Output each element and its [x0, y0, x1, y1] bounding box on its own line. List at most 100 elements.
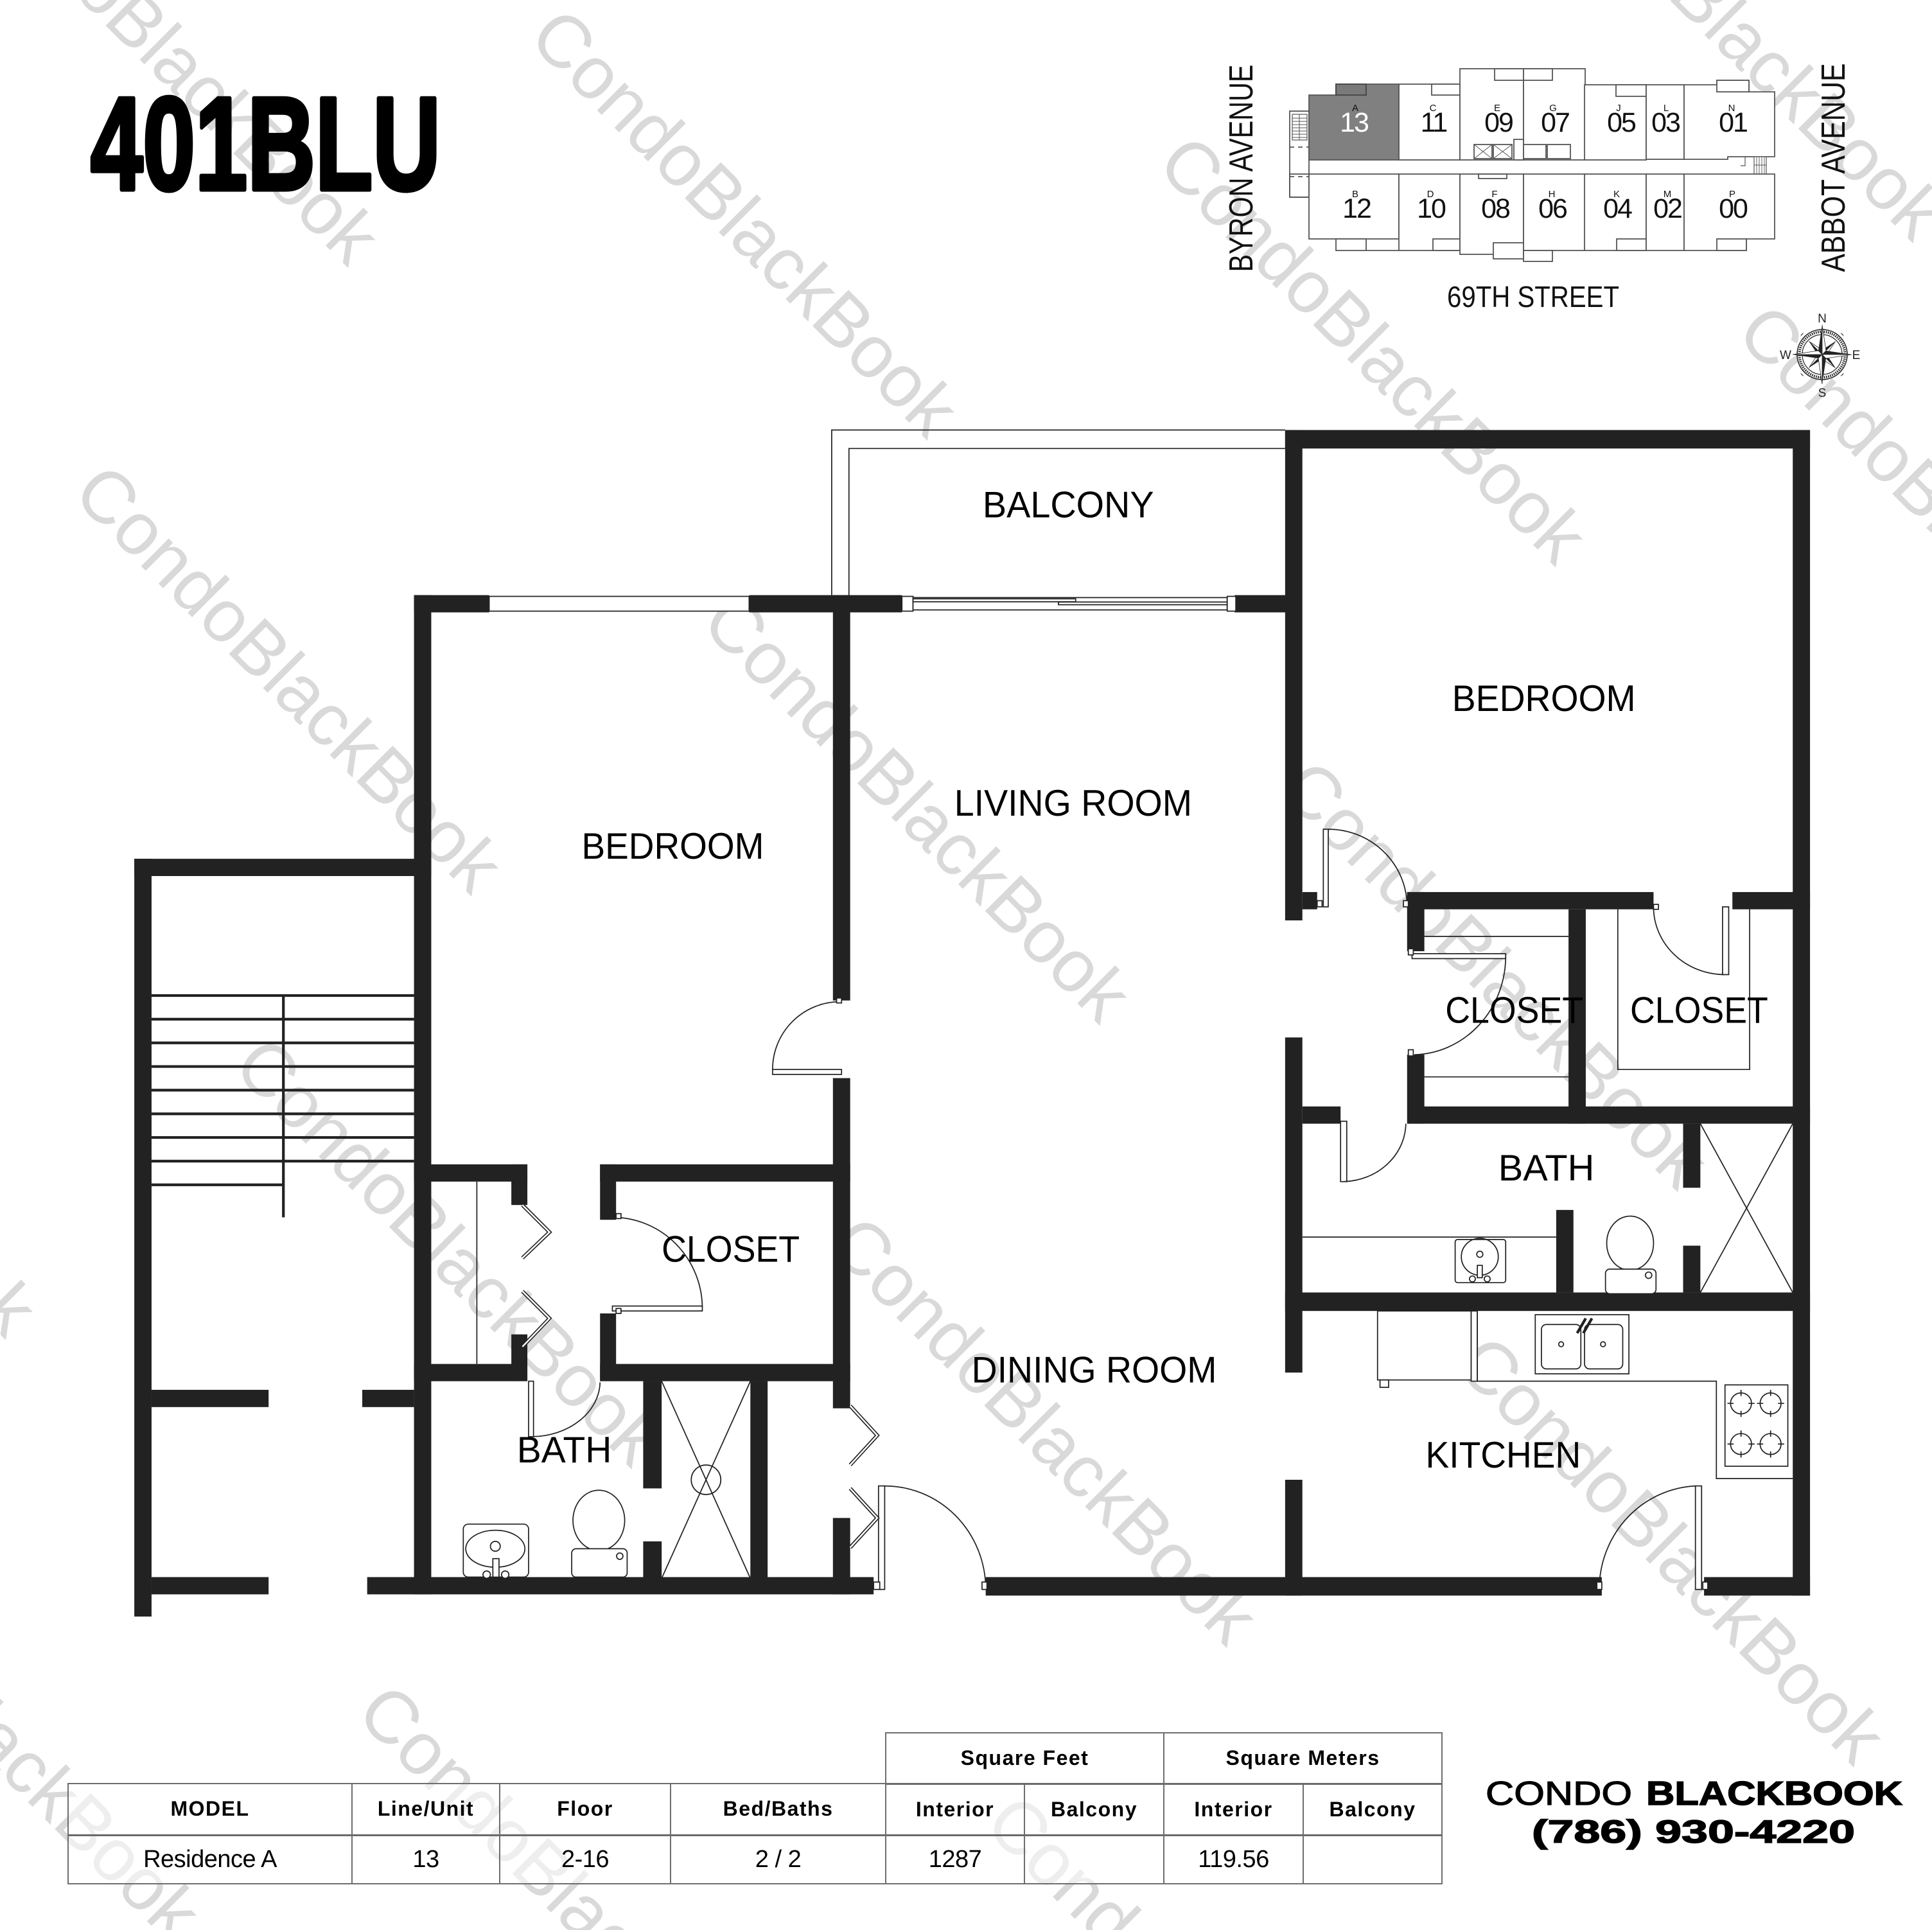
key-plan-balcony: [1335, 238, 1367, 251]
walls: [134, 430, 1811, 1617]
room-label-closet-right-2: CLOSET: [1630, 990, 1768, 1031]
unit-letter: M: [1664, 189, 1672, 200]
header-sqft-interior: Interior: [885, 1783, 1025, 1836]
unit-number: 01: [1719, 107, 1747, 138]
cell-bed-baths: 2 / 2: [670, 1834, 886, 1884]
stairs: [151, 994, 414, 1218]
stair-treads: [151, 994, 414, 1218]
unit-letter: E: [1494, 103, 1500, 114]
door-jamb: [615, 1213, 622, 1220]
key-plan-unit-10: [1398, 173, 1461, 251]
key-plan-stair-box: [1523, 144, 1547, 159]
header-square-meters: Square Meters: [1163, 1732, 1443, 1785]
door-swing-arc: [1328, 829, 1408, 907]
unit-letter: H: [1549, 189, 1556, 200]
room-label-bedroom-right: BEDROOM: [1452, 678, 1636, 719]
balcony-railing-inner: [848, 448, 1285, 595]
door-jamb: [1702, 1581, 1708, 1590]
door-jamb: [615, 1308, 622, 1314]
bifold-inner: [522, 1204, 551, 1259]
key-plan-unit-08: [1459, 173, 1524, 255]
compass-west-label: W: [1780, 349, 1791, 362]
room-label-dining-room: DINING ROOM: [972, 1349, 1217, 1390]
compass-tick: [1800, 333, 1804, 337]
refrigerator: [1376, 1310, 1472, 1381]
stove-burners: [1727, 1389, 1784, 1458]
cell-line-unit: 13: [351, 1834, 500, 1884]
room-label-bath-left: BATH: [517, 1430, 612, 1471]
wall: [1285, 1292, 1811, 1312]
wall: [1407, 891, 1654, 909]
key-plan-unit-04: [1584, 173, 1647, 251]
sliding-door-panel: [1058, 601, 1228, 606]
door-swing-arc: [613, 1216, 703, 1308]
unit-letter: L: [1664, 103, 1669, 114]
sink-faucet: [492, 1557, 500, 1578]
door-leaf-kitchen: [1694, 1485, 1703, 1590]
compass-point: [1818, 325, 1822, 355]
wall: [749, 595, 902, 613]
wall: [134, 859, 152, 1617]
brand-name-bold: BLACKBOOK: [1646, 1775, 1903, 1812]
wall: [1683, 1245, 1701, 1293]
unit-letter: G: [1549, 103, 1557, 114]
unit-number: 11: [1421, 107, 1447, 138]
compass-north-label: N: [1818, 312, 1827, 326]
cell-sqm-interior: 119.56: [1163, 1834, 1304, 1884]
header-sqm-balcony: Balcony: [1303, 1783, 1443, 1836]
wall: [151, 1389, 269, 1407]
compass-point: [1792, 350, 1823, 355]
bifold-outline: [521, 1204, 552, 1259]
door-jamb: [1596, 1581, 1603, 1590]
door-leaf-bath-right: [1340, 1120, 1348, 1182]
room-label-bedroom-left: BEDROOM: [581, 826, 764, 867]
key-plan-stair-box: [1547, 144, 1571, 159]
street-label-east: ABBOT AVENUE: [1815, 64, 1852, 272]
door-swing-arc: [532, 1382, 601, 1437]
header-line-unit: Line/Unit: [351, 1783, 500, 1836]
door-jamb: [1407, 948, 1414, 956]
header-square-feet: Square Feet: [885, 1732, 1164, 1785]
wall: [1285, 430, 1811, 449]
fixtures: [462, 909, 1793, 1579]
key-plan: [1289, 68, 1775, 262]
openings: [488, 595, 1236, 612]
wall: [414, 595, 432, 1595]
wall: [151, 1577, 269, 1595]
doors: [528, 829, 1730, 1590]
wall: [600, 1164, 850, 1182]
door-swing-arc: [1344, 1123, 1407, 1182]
key-plan-balcony: [1716, 238, 1747, 251]
door-jamb: [1316, 900, 1323, 908]
door-leaf-bedroom-right: [1322, 829, 1329, 908]
unit-letter: C: [1430, 103, 1437, 114]
wall: [1556, 1209, 1574, 1293]
balcony-outline: [831, 429, 1285, 595]
key-plan-balcony: [1523, 68, 1553, 81]
wall: [1793, 430, 1811, 1596]
kitchen-sink-basin: [1584, 1324, 1624, 1370]
bifold-outline: [848, 1487, 880, 1549]
sink-knob: [500, 1570, 510, 1579]
wall: [600, 1164, 617, 1220]
unit-letter: P: [1729, 189, 1735, 200]
unit-number: 08: [1481, 193, 1510, 224]
compass-point: [1793, 355, 1822, 358]
table-header-row: MODEL Line/Unit Floor Bed/Baths Interior…: [67, 1783, 1443, 1836]
kitchen-faucet: [1576, 1317, 1594, 1334]
street-label-west: BYRON AVENUE: [1223, 65, 1260, 272]
sliding-door-panel: [912, 598, 1076, 602]
building-title: 401BLU: [91, 70, 441, 218]
key-plan-unit-03: [1646, 84, 1685, 160]
unit-number: 09: [1484, 107, 1513, 138]
closet-shelf-line: [1424, 936, 1569, 1078]
compass-ticks: [1800, 333, 1844, 376]
balcony-railing-outer: [831, 429, 1285, 595]
key-plan-balcony: [1335, 83, 1367, 96]
shower-right-x: [1699, 1123, 1793, 1293]
door-jamb: [1407, 1049, 1414, 1057]
key-plan-labels: A 13 C 11 E 09 G 07 J 05 L 03 N 01 B 12 …: [1340, 103, 1749, 224]
header-sqft-balcony: Balcony: [1024, 1783, 1164, 1836]
unit-letter: J: [1616, 103, 1621, 114]
wall: [362, 1389, 414, 1407]
